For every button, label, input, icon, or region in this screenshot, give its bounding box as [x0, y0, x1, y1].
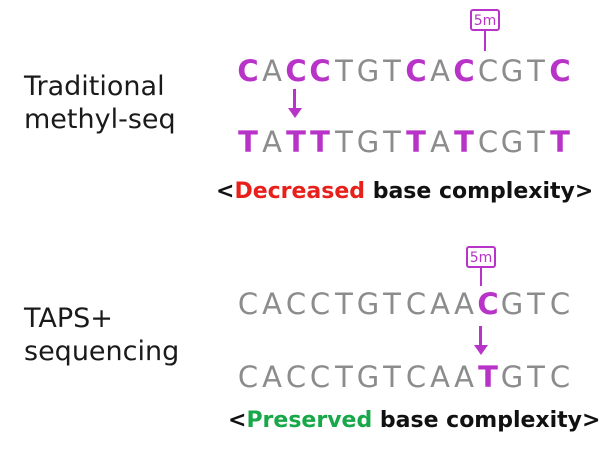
- taps-original-base: C: [405, 287, 427, 321]
- decreased-complexity-caption: <Decreased base complexity>: [216, 178, 593, 206]
- traditional-original-base: T: [527, 54, 545, 88]
- traditional-conversion-arrow: [293, 89, 296, 109]
- preserved-highlight: Preserved: [246, 408, 373, 433]
- taps-original-base: A: [454, 287, 474, 321]
- traditional-converted-base: T: [550, 125, 570, 159]
- taps-label-line-1: TAPS+: [24, 303, 113, 334]
- taps-label-line-2: sequencing: [24, 336, 180, 367]
- taps-original-base: A: [262, 287, 282, 321]
- taps-converted-base: C: [237, 360, 259, 394]
- taps-original-base: C: [549, 287, 571, 321]
- decreased-highlight: Decreased: [234, 179, 366, 204]
- traditional-converted-base: T: [406, 125, 426, 159]
- taps-original-base: G: [356, 287, 380, 321]
- taps-converted-base: C: [309, 360, 331, 394]
- traditional-converted-base: C: [477, 125, 499, 159]
- preserved-caption-open: <: [228, 408, 247, 433]
- taps-converted-base: A: [430, 360, 450, 394]
- traditional-original-base: C: [309, 54, 331, 88]
- taps-converted-base: T: [527, 360, 545, 394]
- taps-original-base: G: [500, 287, 524, 321]
- traditional-converted-base: T: [527, 125, 545, 159]
- traditional-original-base: C: [477, 54, 499, 88]
- traditional-original-base: C: [549, 54, 571, 88]
- taps-original-base: A: [430, 287, 450, 321]
- traditional-original-base: T: [383, 54, 401, 88]
- taps-5m-tag-stem: [480, 268, 482, 286]
- traditional-original-base: C: [453, 54, 475, 88]
- taps-converted-base: G: [356, 360, 380, 394]
- taps-original-base: C: [477, 287, 499, 321]
- taps-conversion-arrow: [479, 326, 482, 346]
- taps-original-base: C: [285, 287, 307, 321]
- traditional-converted-base: A: [430, 125, 450, 159]
- taps-converted-base: T: [383, 360, 401, 394]
- taps-label: TAPS+ sequencing: [24, 302, 179, 368]
- taps-original-base: C: [309, 287, 331, 321]
- decreased-caption-open: <: [216, 179, 235, 204]
- traditional-original-base: A: [430, 54, 450, 88]
- traditional-converted-base: T: [310, 125, 330, 159]
- traditional-converted-base: T: [383, 125, 401, 159]
- preserved-complexity-caption: <Preserved base complexity>: [228, 407, 600, 435]
- traditional-5m-tag-stem: [484, 31, 486, 51]
- taps-5m-tag: 5m: [466, 246, 496, 268]
- taps-converted-base: A: [454, 360, 474, 394]
- taps-conversion-arrow-head: [474, 345, 488, 355]
- taps-original-base: T: [335, 287, 353, 321]
- taps-converted-base: C: [549, 360, 571, 394]
- traditional-converted-base: A: [262, 125, 282, 159]
- traditional-converted-base: T: [286, 125, 306, 159]
- traditional-converted-base: T: [238, 125, 258, 159]
- taps-converted-base: T: [335, 360, 353, 394]
- traditional-conversion-arrow-head: [288, 108, 302, 118]
- taps-converted-base: C: [285, 360, 307, 394]
- traditional-label-line-1: Traditional: [24, 71, 165, 102]
- taps-original-base: T: [383, 287, 401, 321]
- taps-original-base: T: [527, 287, 545, 321]
- traditional-original-base: G: [356, 54, 380, 88]
- traditional-converted-base: T: [454, 125, 474, 159]
- traditional-original-base: A: [262, 54, 282, 88]
- decreased-caption-rest: base complexity>: [365, 179, 594, 204]
- taps-original-base: C: [237, 287, 259, 321]
- taps-converted-base: A: [262, 360, 282, 394]
- traditional-converted-base: G: [356, 125, 380, 159]
- taps-converted-base: T: [478, 360, 498, 394]
- traditional-original-base: T: [335, 54, 353, 88]
- traditional-original-base: G: [500, 54, 524, 88]
- traditional-5m-tag: 5m: [470, 9, 500, 31]
- traditional-original-base: C: [405, 54, 427, 88]
- traditional-original-base: C: [237, 54, 259, 88]
- traditional-label: Traditional methyl-seq: [24, 70, 176, 136]
- traditional-original-base: C: [285, 54, 307, 88]
- preserved-caption-rest: base complexity>: [372, 408, 600, 433]
- taps-converted-base: G: [500, 360, 524, 394]
- taps-converted-base: C: [405, 360, 427, 394]
- traditional-converted-base: T: [335, 125, 353, 159]
- traditional-label-line-2: methyl-seq: [24, 104, 176, 135]
- traditional-converted-base: G: [500, 125, 524, 159]
